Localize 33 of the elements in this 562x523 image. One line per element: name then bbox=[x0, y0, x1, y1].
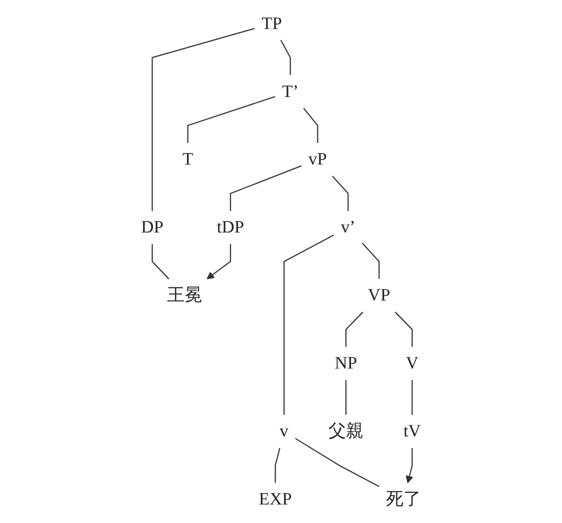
node-text: v’ bbox=[340, 218, 356, 238]
connector bbox=[394, 312, 413, 347]
connector bbox=[362, 242, 380, 279]
connector bbox=[283, 234, 334, 415]
connector bbox=[345, 312, 364, 347]
connector bbox=[332, 176, 349, 211]
arrow bbox=[206, 244, 232, 280]
node-text: 王冕 bbox=[167, 286, 202, 306]
node-text: TP bbox=[262, 14, 282, 34]
connector bbox=[187, 96, 276, 143]
connector bbox=[303, 108, 318, 143]
node-text: DP bbox=[141, 218, 164, 238]
connector bbox=[152, 244, 170, 280]
node-text: T’ bbox=[282, 82, 299, 102]
node-text: 死了 bbox=[386, 490, 421, 510]
node-text: VP bbox=[368, 286, 390, 306]
connector bbox=[280, 40, 291, 75]
connector bbox=[274, 448, 280, 483]
connector bbox=[412, 380, 413, 415]
node-text: vP bbox=[308, 150, 327, 170]
node-text: 父親 bbox=[328, 422, 364, 442]
node-text: v bbox=[280, 422, 288, 442]
connector bbox=[230, 165, 302, 211]
node-text: tDP bbox=[216, 218, 244, 238]
connector bbox=[295, 438, 380, 488]
connector bbox=[345, 380, 346, 415]
node-text: NP bbox=[334, 354, 358, 374]
node-text: T bbox=[182, 150, 194, 170]
node-text: V bbox=[406, 354, 418, 374]
node-text: EXP bbox=[258, 490, 292, 510]
arrow bbox=[406, 448, 414, 484]
connector bbox=[152, 28, 255, 211]
node-text: tV bbox=[403, 422, 421, 442]
